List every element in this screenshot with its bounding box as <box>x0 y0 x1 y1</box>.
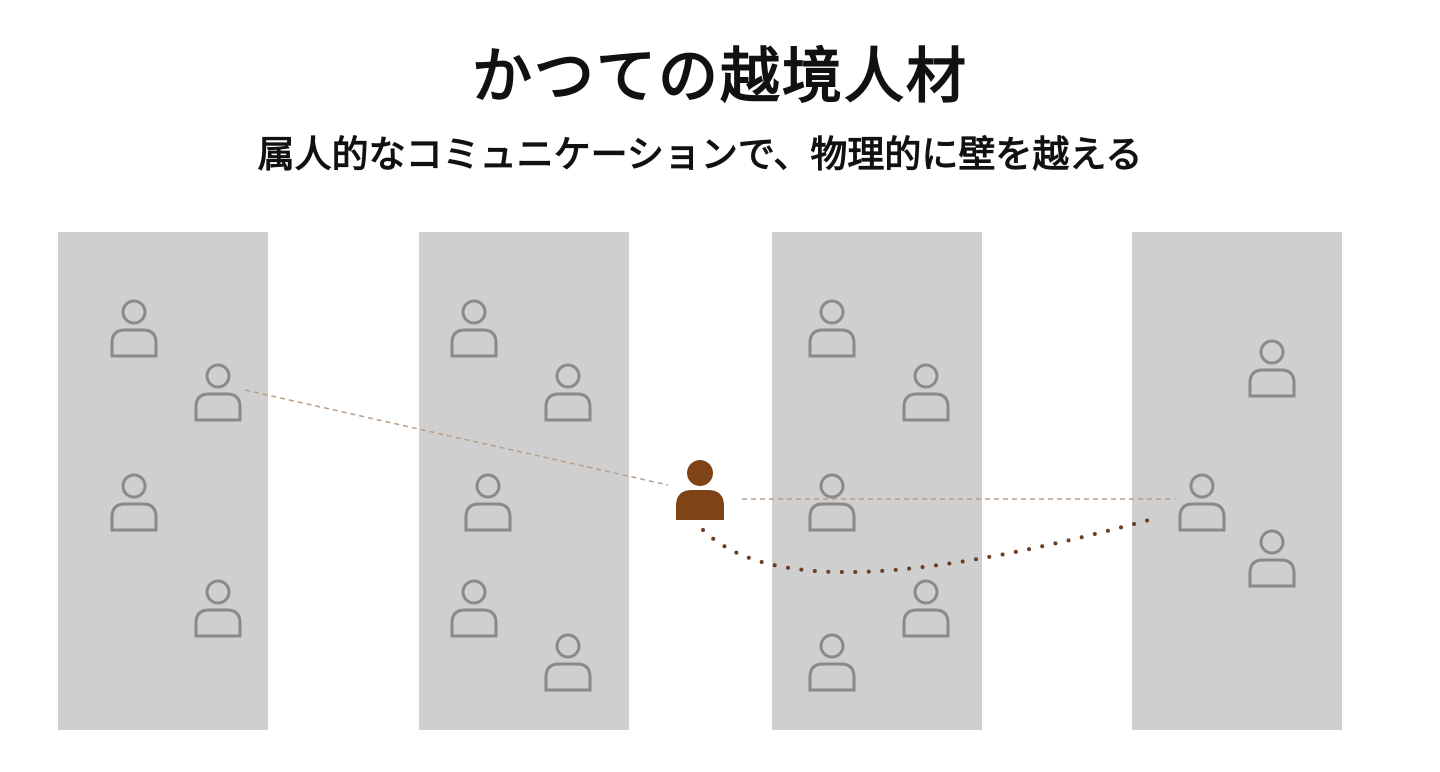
person-outline-icon <box>450 579 498 638</box>
person-filled-icon <box>676 460 724 520</box>
person-outline-icon <box>808 633 856 692</box>
person-outline-icon <box>902 579 950 638</box>
silo-column-4 <box>1132 232 1342 730</box>
person-outline-icon <box>110 299 158 358</box>
person-outline-icon <box>544 633 592 692</box>
person-outline-icon <box>450 299 498 358</box>
person-outline-icon <box>194 579 242 638</box>
person-outline-icon <box>544 363 592 422</box>
dotted-path-curve <box>701 515 1162 575</box>
slide-title: かつての越境人材 <box>472 42 968 112</box>
person-outline-icon <box>194 363 242 422</box>
person-outline-icon <box>902 363 950 422</box>
person-outline-icon <box>808 473 856 532</box>
person-outline-icon <box>464 473 512 532</box>
person-outline-icon <box>1248 529 1296 588</box>
silo-column-2 <box>419 232 629 730</box>
silo-column-3 <box>772 232 982 730</box>
person-outline-icon <box>110 473 158 532</box>
silo-column-1 <box>58 232 268 730</box>
person-outline-icon <box>1248 339 1296 398</box>
person-outline-icon <box>1178 473 1226 532</box>
slide-subtitle: 属人的なコミュニケーションで、物理的に壁を越える <box>257 133 1143 176</box>
person-outline-icon <box>808 299 856 358</box>
dashed-connection-left <box>244 389 669 486</box>
